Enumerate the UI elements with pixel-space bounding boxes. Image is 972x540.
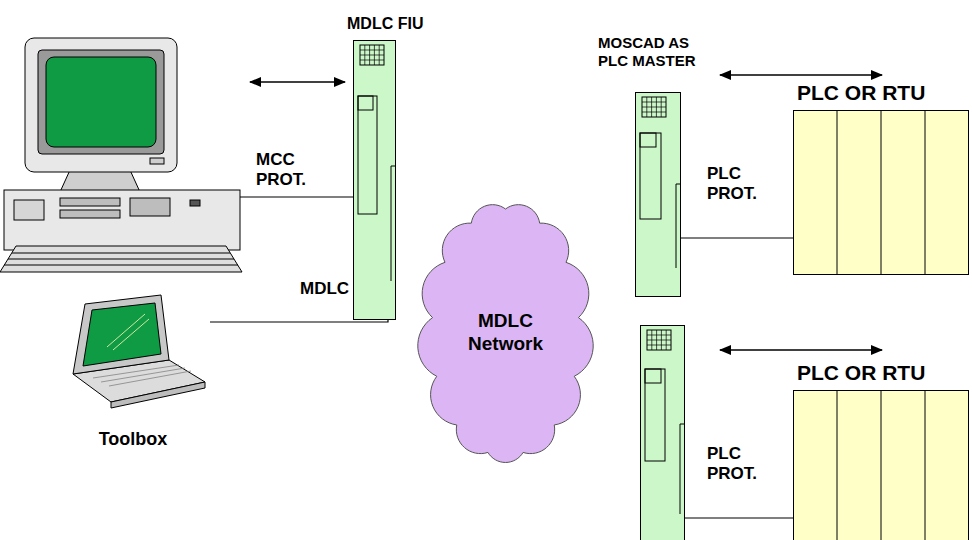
unit-heading: PLC OR RTU xyxy=(797,80,925,105)
front-panel xyxy=(645,369,665,461)
plc-housing xyxy=(794,391,969,540)
flow-arrow xyxy=(250,81,345,83)
protocol-label: PLC PROT. xyxy=(707,444,767,485)
unit-housing xyxy=(354,41,396,320)
module-node: MOSCAD AS PLC MASTER xyxy=(635,92,681,297)
keypad xyxy=(647,330,671,350)
plc-shape xyxy=(793,390,969,540)
keypad xyxy=(360,45,384,65)
module-shape xyxy=(353,40,396,320)
laptop-screen xyxy=(83,303,161,366)
plc-node: PLC OR RTU xyxy=(793,110,969,275)
network-cloud xyxy=(418,205,593,463)
unit-housing xyxy=(641,326,685,540)
unit-heading: Toolbox xyxy=(99,429,168,451)
unit-heading: PLC OR RTU xyxy=(797,360,925,385)
flow-arrow xyxy=(720,74,882,76)
flow-arrow xyxy=(720,349,882,351)
plc-module-divider xyxy=(837,110,838,275)
keypad xyxy=(642,97,666,117)
plc-line xyxy=(685,517,793,518)
unit-heading: MOSCAD AS PLC MASTER xyxy=(598,34,723,70)
plc-housing xyxy=(794,111,969,275)
plc-module-divider xyxy=(881,110,882,275)
front-panel xyxy=(358,96,377,214)
plc-node: PLC OR RTU xyxy=(793,390,969,540)
desktop-computer xyxy=(0,38,242,272)
connector-label: PLC PROT. xyxy=(707,164,767,205)
connector-label: MDLC xyxy=(300,279,370,299)
plc-module-divider xyxy=(925,390,926,540)
mcc-line xyxy=(240,196,353,197)
front-panel xyxy=(640,133,661,219)
unit-heading: MDLC FIU xyxy=(347,14,423,33)
laptop-lid xyxy=(73,295,169,374)
plc-module-divider xyxy=(881,390,882,540)
moscad-unit xyxy=(641,326,685,540)
cloud-node: MDLC Network xyxy=(418,195,593,470)
laptop-node: Toolbox xyxy=(45,292,210,457)
connector-line xyxy=(210,320,388,322)
module-shape xyxy=(635,92,681,297)
plc-shape xyxy=(793,110,969,275)
connector-line xyxy=(681,237,793,238)
plc-module-divider xyxy=(837,390,838,540)
module-node: MDLC FIU xyxy=(353,40,396,320)
unit-housing xyxy=(636,93,681,297)
plc-module-divider xyxy=(925,110,926,275)
network-name: MDLC Network xyxy=(456,310,556,356)
protocol-label: MCC PROT. xyxy=(256,150,316,191)
